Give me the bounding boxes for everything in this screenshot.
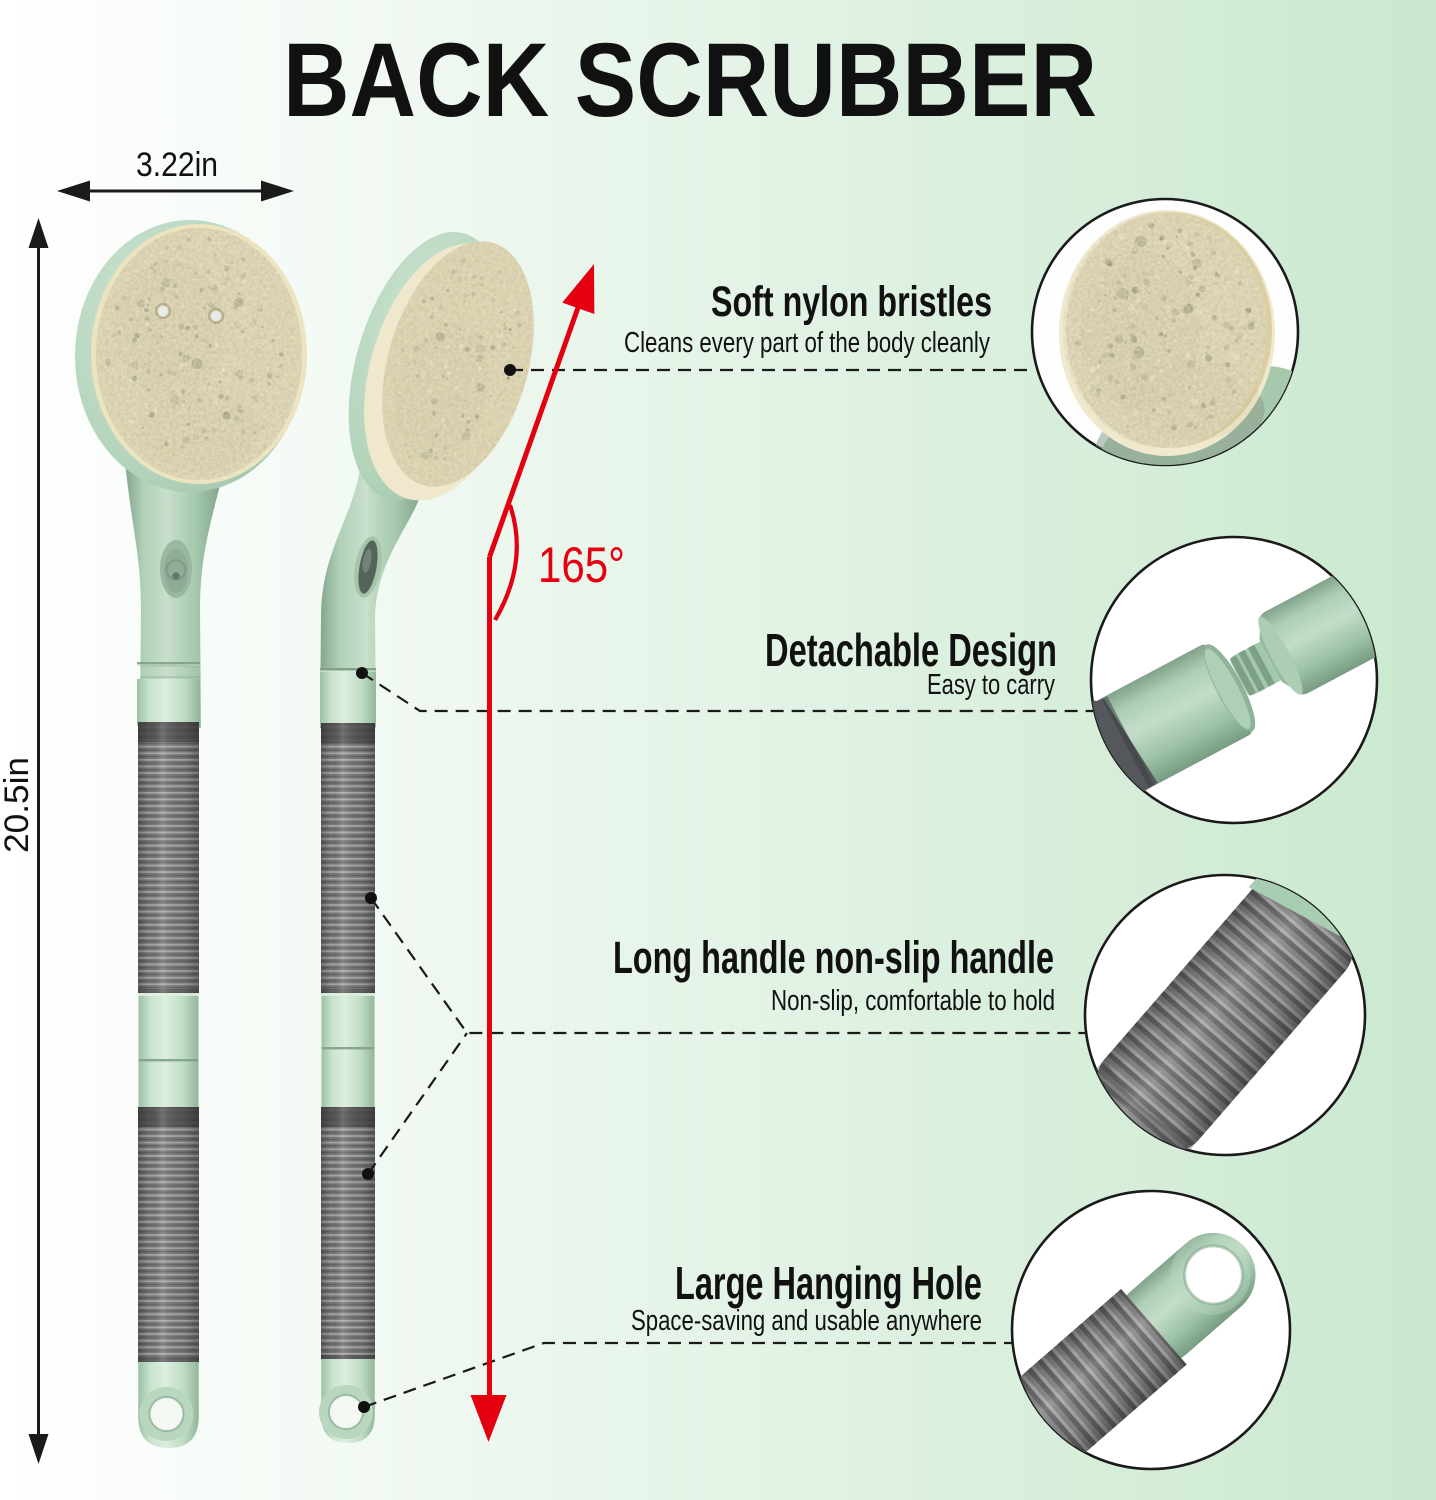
svg-text:Large Hanging Hole: Large Hanging Hole: [675, 1257, 982, 1309]
svg-text:Detachable Design: Detachable Design: [765, 624, 1057, 676]
svg-text:Non-slip, comfortable to hold: Non-slip, comfortable to hold: [771, 985, 1055, 1017]
svg-text:20.5in: 20.5in: [0, 757, 36, 853]
svg-text:Long handle non-slip handle: Long handle non-slip handle: [613, 932, 1054, 983]
svg-text:Easy to carry: Easy to carry: [927, 669, 1055, 701]
svg-text:BACK SCRUBBER: BACK SCRUBBER: [283, 22, 1097, 139]
svg-text:3.22in: 3.22in: [136, 146, 218, 184]
svg-text:Soft nylon bristles: Soft nylon bristles: [711, 278, 992, 326]
svg-text:165°: 165°: [538, 537, 625, 593]
svg-text:Space-saving and usable anywhe: Space-saving and usable anywhere: [631, 1305, 982, 1337]
svg-text:Cleans every part of the body: Cleans every part of the body cleanly: [624, 327, 990, 359]
